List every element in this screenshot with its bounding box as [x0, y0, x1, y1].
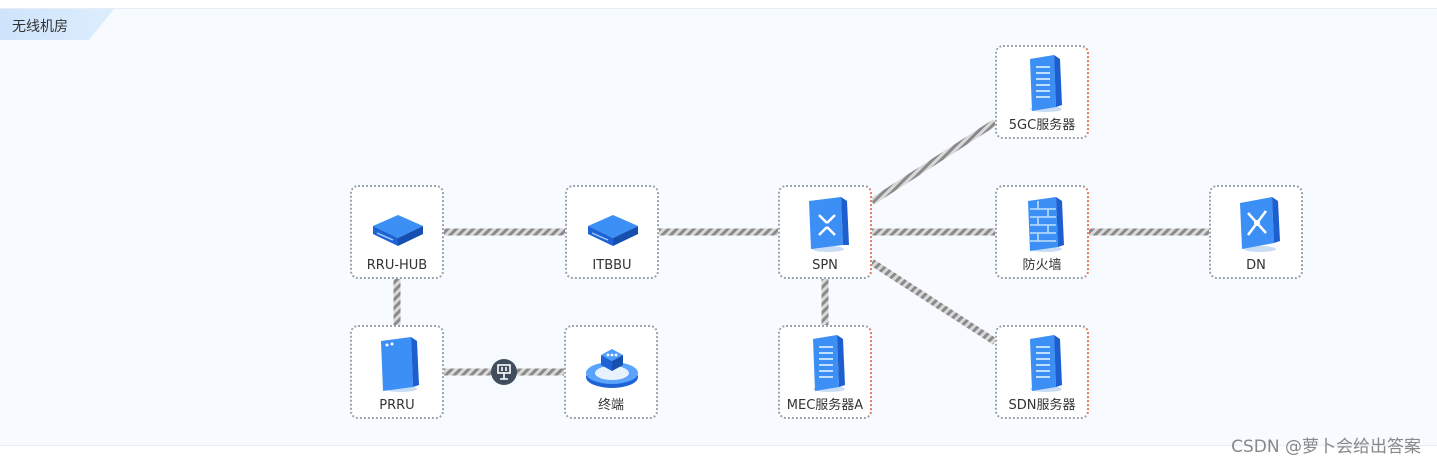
- node-firewall[interactable]: 防火墙: [995, 185, 1089, 279]
- wireless-room-panel: 无线机房: [0, 8, 1437, 446]
- link-spn-sdn: [870, 259, 997, 345]
- server-icon: [1030, 335, 1062, 392]
- node-label: SPN: [812, 258, 838, 273]
- node-mec-server-a[interactable]: MEC服务器A: [778, 325, 872, 419]
- link-spn-5gc: [870, 119, 997, 205]
- server-icon: [813, 335, 845, 392]
- router-switch-icon: [809, 197, 849, 252]
- node-itbbu[interactable]: ITBBU: [565, 185, 659, 279]
- node-sdn-server[interactable]: SDN服务器: [995, 325, 1089, 419]
- node-spn[interactable]: SPN: [778, 185, 872, 279]
- node-label: 终端: [597, 398, 624, 413]
- node-label: 防火墙: [1022, 258, 1062, 273]
- node-dn[interactable]: DN: [1209, 185, 1303, 279]
- node-label: PRRU: [379, 398, 415, 413]
- node-terminal[interactable]: 终端: [564, 325, 658, 419]
- panel-title: 无线机房: [12, 19, 68, 35]
- node-label: ITBBU: [592, 258, 632, 273]
- switch-box-icon: [588, 215, 638, 246]
- node-label: RRU-HUB: [366, 258, 428, 273]
- node-prru[interactable]: PRRU: [350, 325, 444, 419]
- switch-box-icon: [373, 215, 423, 246]
- terminal-device-icon: [586, 349, 638, 388]
- node-label: DN: [1246, 258, 1266, 273]
- prru-device-icon: [381, 337, 419, 392]
- network-hub-icon: [1240, 197, 1280, 252]
- wireless-link-icon: [491, 359, 517, 385]
- node-label: 5GC服务器: [1008, 118, 1076, 133]
- node-rru-hub[interactable]: RRU-HUB: [350, 185, 444, 279]
- node-label: MEC服务器A: [786, 398, 864, 413]
- server-icon: [1030, 55, 1062, 112]
- node-label: SDN服务器: [1008, 398, 1076, 413]
- firewall-icon: [1028, 197, 1064, 252]
- node-5gc-server[interactable]: 5GC服务器: [995, 45, 1089, 139]
- watermark: CSDN @萝卜会给出答案: [1231, 437, 1421, 457]
